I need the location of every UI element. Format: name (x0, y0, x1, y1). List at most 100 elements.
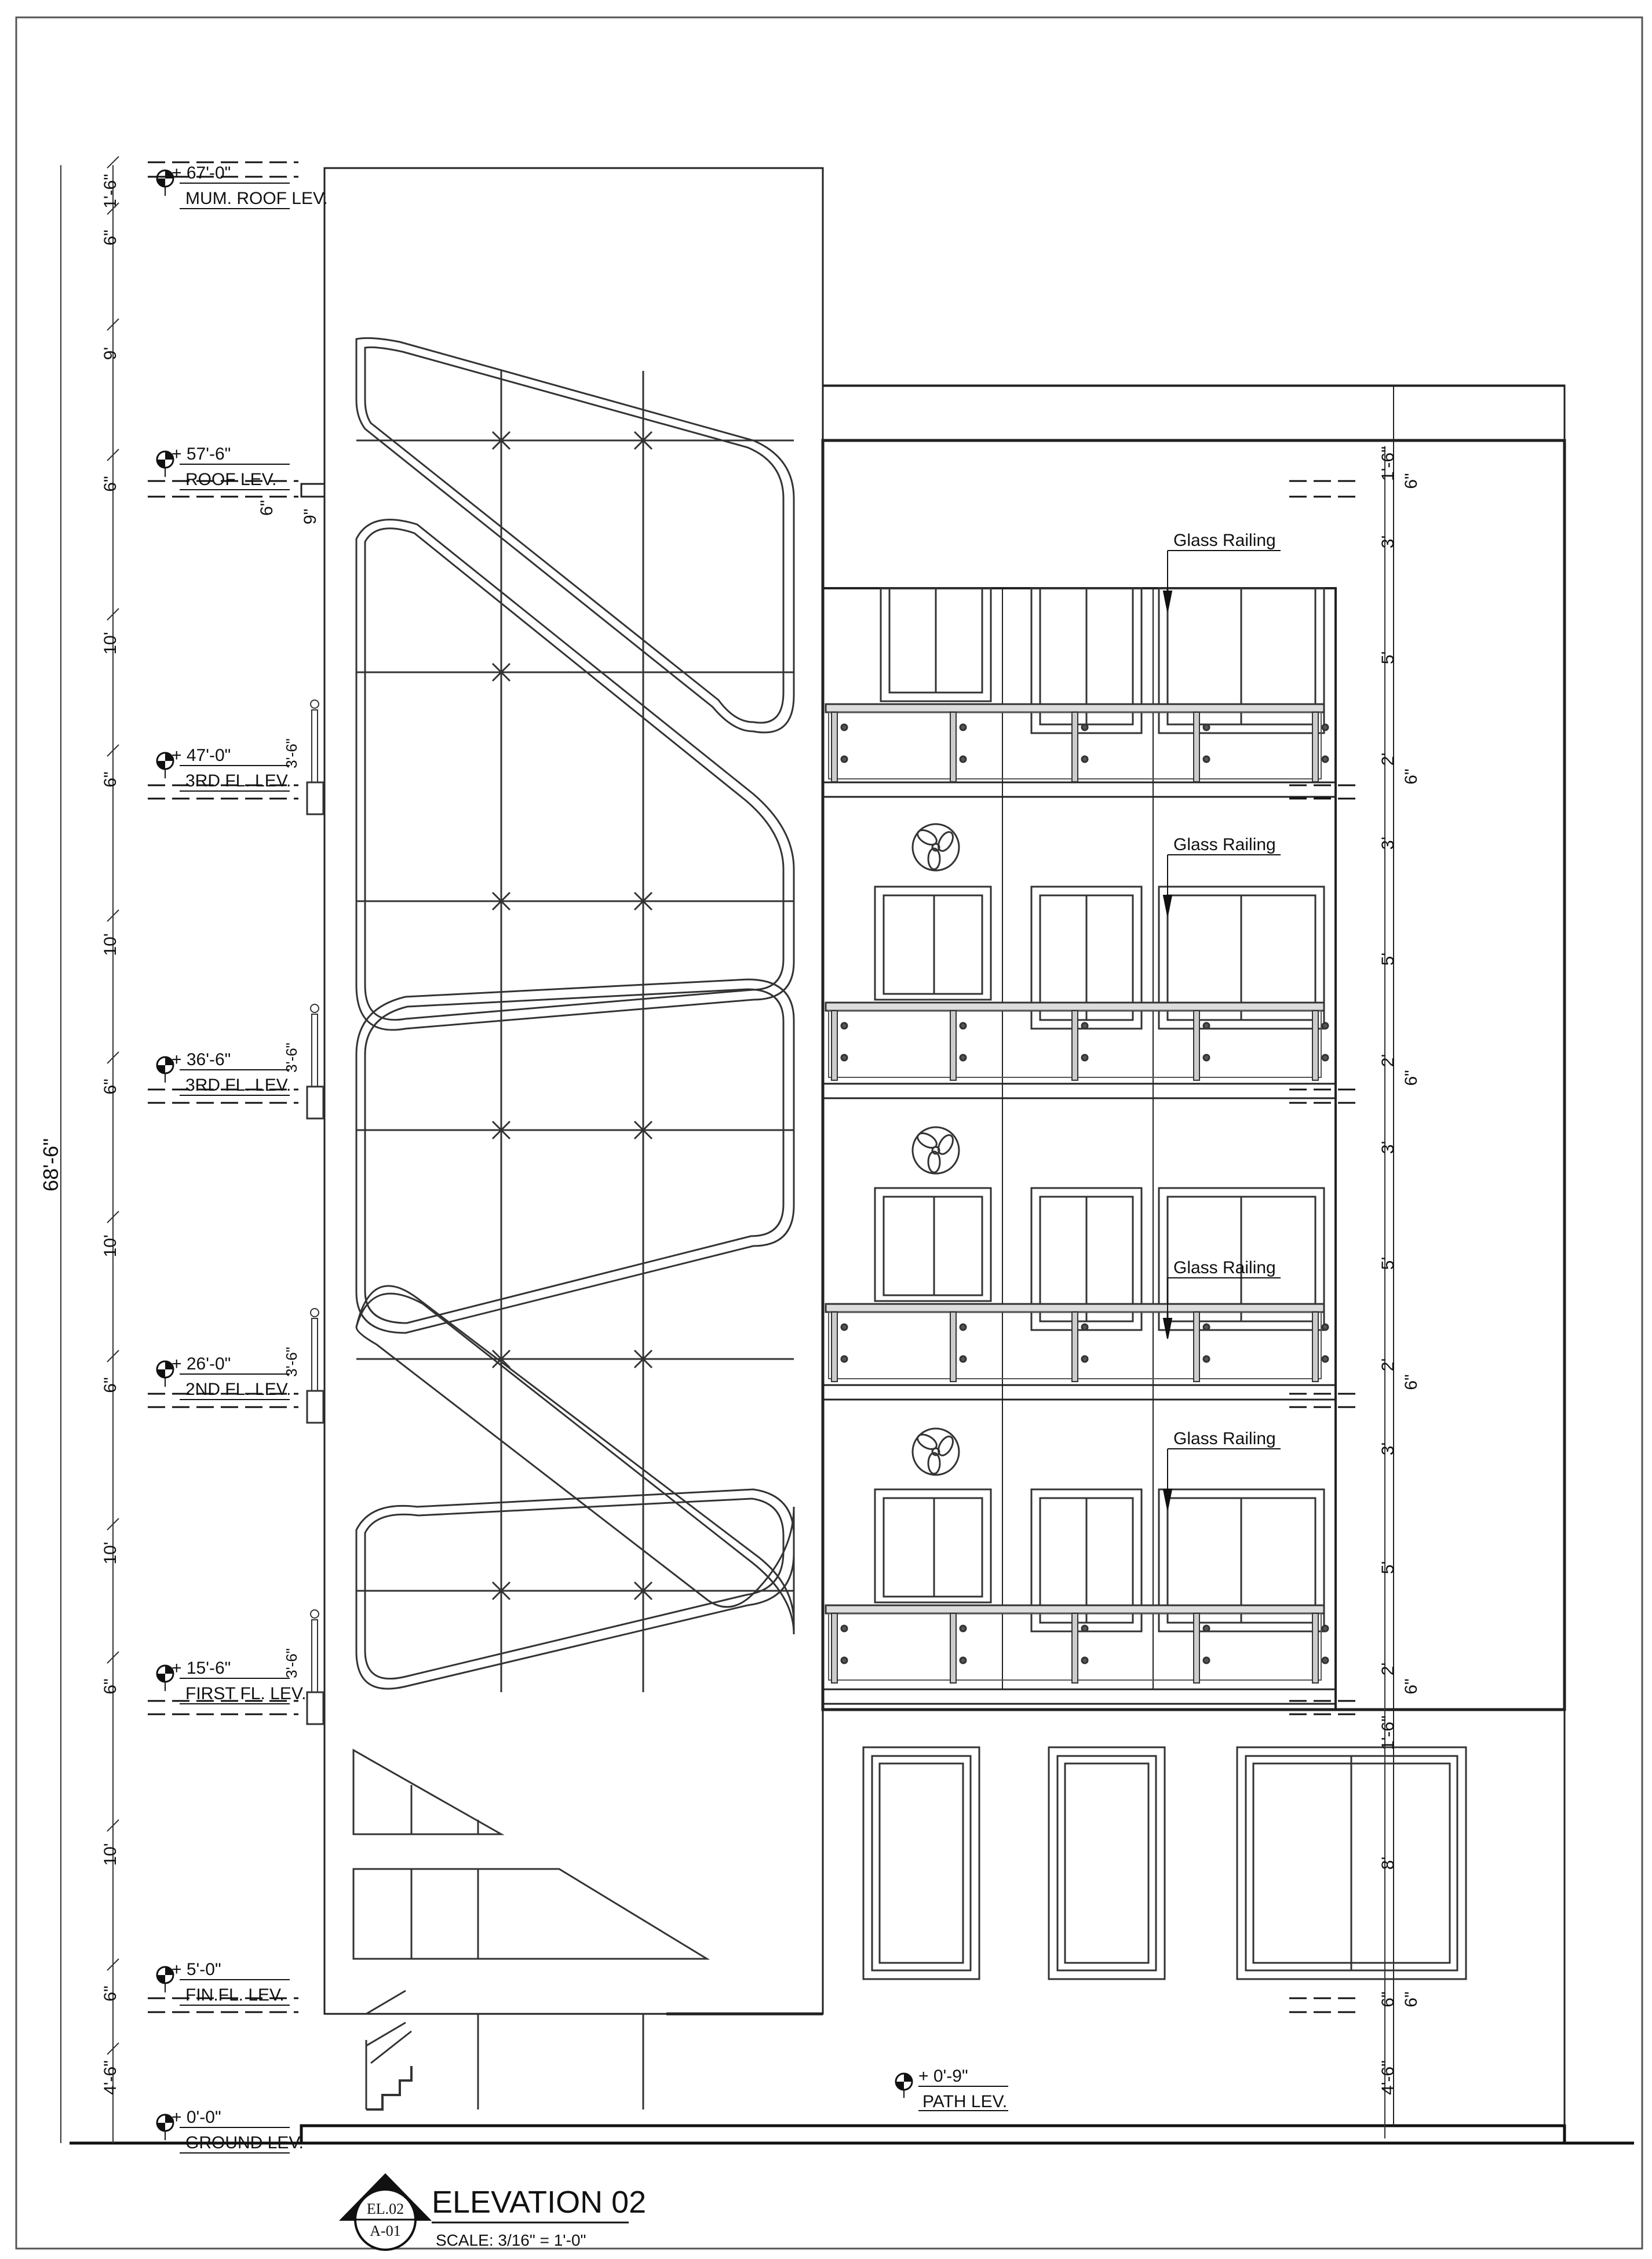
entrance-stair (365, 1990, 644, 2111)
right-dimension: 5' (1379, 1561, 1398, 1574)
level-name: MUM. ROOF LEV. (185, 189, 328, 208)
annotation-glass-railing-1: Glass Railing (1173, 531, 1276, 550)
railing-height-dim: 3'-6" (283, 1043, 300, 1073)
left-dimension: 10' (101, 632, 120, 654)
right-dimensions: 1'-6"6"3'5'2'6"3'5'2'6"3'5'2'6"3'5'2'6"1… (1379, 446, 1421, 2095)
ground-floor-doors (862, 1746, 1467, 1980)
parapet-dim-b: 9" (301, 509, 320, 524)
right-dimension: 6" (1402, 473, 1421, 489)
level-name: FIRST FL. LEV. (185, 1684, 306, 1703)
glazing-panels (355, 337, 795, 1692)
right-dimension: 3' (1379, 1141, 1398, 1154)
parapet-dim-a: 6" (257, 500, 276, 516)
glass-railing-annotations (1162, 550, 1281, 1510)
right-dimension: 6" (1402, 1374, 1421, 1390)
left-dimensions: 1'-6" 6" 9' 6" 10' 6" 10' 6" 10' 6" 10' 6" 10' 6" 4'-6… (101, 156, 120, 2095)
annotation-glass-railing-4: Glass Railing (1173, 1429, 1276, 1448)
drawing-title-block: EL.02 A-01 ELEVATION 02 SCALE: 3/16" = 1… (339, 2173, 646, 2251)
level-elevation: + 67'-0" (172, 163, 231, 183)
glass-railing-4 (825, 1604, 1329, 1684)
level-elevation: + 36'-6" (172, 1050, 231, 1069)
right-dimension: 3' (1379, 837, 1398, 850)
railing-height-dim: 3'-6" (283, 738, 300, 768)
right-dimension: 4'-6" (1379, 2060, 1398, 2095)
right-dimension: 6" (1402, 1991, 1421, 2007)
level-name: ROOF LEV. (185, 470, 276, 489)
glass-railing-2 (825, 1001, 1329, 1081)
right-dimension: 6" (1379, 1991, 1398, 2007)
right-dimension: 1'-6" (1379, 1715, 1398, 1750)
path-plinth (300, 2124, 1566, 2143)
left-dimension: 6" (101, 1377, 120, 1393)
right-dimension: 3' (1379, 535, 1398, 548)
level-name: GROUND LEV. (185, 2133, 304, 2152)
drawing-scale: SCALE: 3/16" = 1'-0" (436, 2231, 586, 2249)
level-marker-1: + 67'-0" MUM. ROOF LEV. (156, 163, 328, 209)
left-dimension: 4'-6" (101, 2060, 120, 2095)
left-dimension: 6" (101, 1985, 120, 2001)
level-marker-2: + 57'-6" ROOF LEV. (156, 444, 290, 490)
right-dimension: 5' (1379, 651, 1398, 664)
level-name: 3RD FL. LEV. (185, 771, 291, 790)
panel-fixings (491, 431, 653, 1601)
drawing-tag-sheet: A-01 (370, 2222, 400, 2239)
level-name: FIN.FL. LEV. (185, 1985, 285, 2005)
lower-wedges (352, 1748, 710, 1960)
left-tower (300, 167, 824, 2016)
right-dimension: 5' (1379, 953, 1398, 965)
left-dimension: 6" (101, 1678, 120, 1694)
left-dimension: 10' (101, 1234, 120, 1257)
level-elevation: + 15'-6" (172, 1659, 231, 1678)
level-marker-7: + 5'-0"FIN.FL. LEV. (156, 1960, 290, 2006)
left-dimension: 6" (101, 1079, 120, 1094)
right-dimension: 2' (1379, 753, 1398, 766)
glass-railing-1 (825, 703, 1329, 782)
sheet-border (15, 16, 1643, 2250)
level-elevation: + 47'-0" (172, 746, 231, 765)
right-dimension: 2' (1379, 1358, 1398, 1371)
level-name: 2ND FL. LEV. (185, 1380, 291, 1399)
path-level-marker: + 0'-9" PATH LEV. (895, 2067, 1008, 2111)
right-dimension: 2' (1379, 1054, 1398, 1067)
annotation-glass-railing-3: Glass Railing (1173, 1258, 1276, 1277)
level-marker-3: + 47'-0" 3RD FL. LEV. (156, 746, 291, 792)
right-dimension: 2' (1379, 1663, 1398, 1675)
right-dimension: 6" (1402, 768, 1421, 784)
level-elevation: + 57'-6" (172, 444, 231, 464)
right-dimension: 1'-6" (1379, 446, 1398, 481)
left-dimension: 1'-6" (101, 174, 120, 209)
level-markers: + 67'-0"MUM. ROOF LEV.+ 57'-6"ROOF LEV.+… (156, 163, 328, 2154)
left-dimension: 6" (101, 771, 120, 787)
left-dimension: 10' (101, 1843, 120, 1866)
right-dimension: 3' (1379, 1442, 1398, 1455)
annotation-glass-railing-2: Glass Railing (1173, 835, 1276, 854)
glass-railing-3 (825, 1303, 1329, 1382)
railing-height-dim: 3'-6" (283, 1347, 300, 1377)
left-dimension: 10' (101, 1542, 120, 1564)
right-dimension: 5' (1379, 1257, 1398, 1270)
left-dimension: 6" (101, 476, 120, 491)
drawing-title: ELEVATION 02 (432, 2185, 646, 2220)
path-level-name: PATH LEV. (922, 2092, 1007, 2111)
drawing-tag-number: EL.02 (367, 2200, 404, 2217)
left-dimension: 10' (101, 933, 120, 956)
level-elevation: + 0'-0" (172, 2108, 221, 2127)
right-dimension: 8' (1379, 1857, 1398, 1870)
overall-height-dimension: 68'-6" (39, 1138, 63, 1192)
level-name: 3RD FL. LEV. (185, 1076, 291, 1095)
railing-height-dimensions: 3'-6" 3'-6" 3'-6" 3'-6" (283, 699, 324, 1725)
right-dimension: 6" (1402, 1070, 1421, 1085)
level-marker-5: + 26'-0" 2ND FL. LEV. (156, 1354, 291, 1400)
left-dimension: 6" (101, 229, 120, 245)
right-dimension: 6" (1402, 1678, 1421, 1694)
upper-windows (874, 587, 1325, 1633)
level-marker-4: + 36'-6" 3RD FL. LEV. (156, 1050, 291, 1096)
level-elevation: + 26'-0" (172, 1354, 231, 1373)
path-level-elevation: + 0'-9" (918, 2067, 968, 2086)
left-dimension: 9' (101, 347, 120, 360)
level-marker-6: + 15'-6" FIRST FL. LEV. (156, 1659, 306, 1704)
exhaust-fan-icons (911, 823, 960, 1476)
level-lines (148, 161, 1362, 2013)
railing-height-dim: 3'-6" (283, 1648, 300, 1678)
